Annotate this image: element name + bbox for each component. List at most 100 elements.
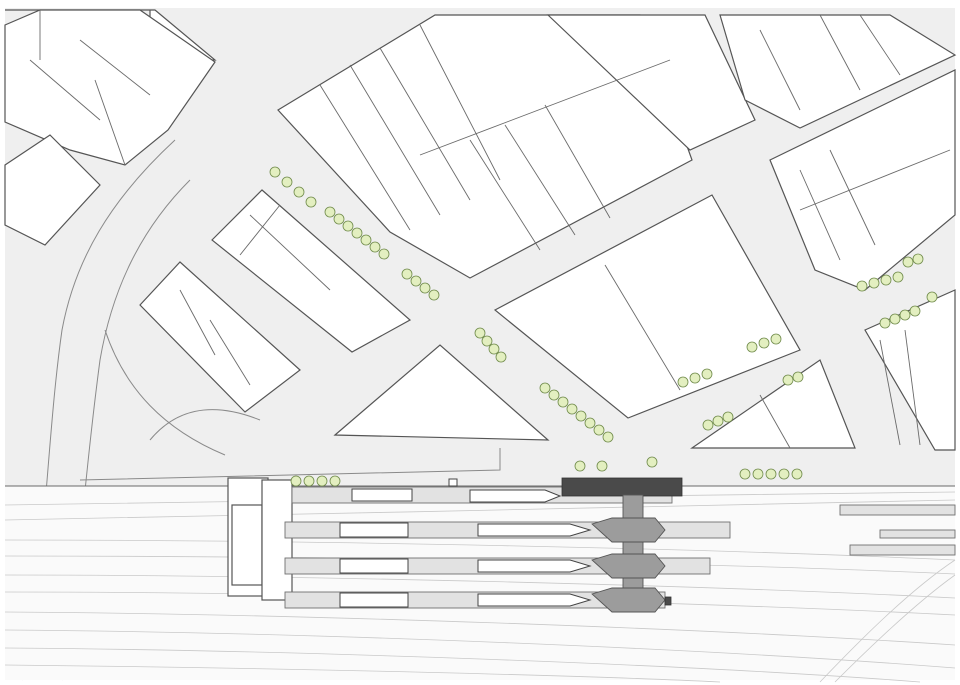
tree-symbol: [722, 411, 734, 423]
tree-symbol: [557, 396, 569, 408]
tree-symbol: [765, 468, 777, 480]
tree-symbol: [746, 341, 758, 353]
tree-symbol: [548, 389, 560, 401]
side-platform: [879, 529, 956, 539]
tree-symbol: [481, 335, 493, 347]
tree-symbol: [602, 431, 614, 443]
tree-symbol: [899, 309, 911, 321]
tree-symbol: [792, 371, 804, 383]
parcel-line: [469, 139, 541, 251]
parcel-line: [419, 24, 501, 181]
station-head-annex: [231, 504, 263, 586]
tree-symbol: [428, 289, 440, 301]
parcel-line: [379, 47, 471, 201]
rail-track-curve: [834, 574, 956, 683]
roof-pod: [591, 517, 666, 543]
tree-symbol: [495, 351, 507, 363]
tree-symbol: [269, 166, 281, 178]
tree-symbol: [410, 275, 422, 287]
tree-symbol: [677, 376, 689, 388]
parcel-line: [249, 214, 331, 291]
tree-symbol: [419, 282, 431, 294]
parcel-line: [504, 124, 576, 236]
platform-marker: [664, 596, 672, 606]
tree-symbol: [712, 415, 724, 427]
block-central-large: [493, 194, 801, 419]
parcel-line: [759, 29, 801, 111]
platform-canopy: [339, 592, 409, 608]
parcel-line: [904, 329, 921, 446]
ramp-curve-2: [149, 409, 261, 441]
parcel-line: [859, 14, 901, 76]
station: [227, 477, 731, 613]
tree-symbol: [574, 460, 586, 472]
parcel-line: [179, 289, 216, 356]
tree-symbol: [770, 333, 782, 345]
side-platform: [839, 504, 956, 516]
parcel-line: [419, 59, 671, 156]
platform-canopy-wedge: [477, 523, 592, 537]
rail-track: [4, 574, 956, 599]
block-ne-top: [719, 14, 957, 129]
rail-track: [4, 647, 921, 683]
parcel-line: [79, 39, 151, 96]
tree-symbol: [758, 337, 770, 349]
platform-canopy-wedge: [469, 489, 562, 503]
tree-symbol: [360, 234, 372, 246]
block-mid-west: [211, 189, 412, 353]
parcel-line: [239, 204, 281, 256]
tree-symbol: [646, 456, 658, 468]
rail-track: [4, 499, 956, 521]
tree-symbol: [778, 468, 790, 480]
tree-symbol: [909, 305, 921, 317]
block-w: [4, 9, 216, 166]
kiosk: [448, 478, 458, 487]
tree-symbol: [575, 410, 587, 422]
tree-symbol: [593, 424, 605, 436]
parcel-line: [879, 339, 901, 446]
station-forecourt-edge: [79, 448, 501, 481]
tree-symbol: [689, 372, 701, 384]
tree-symbol: [880, 274, 892, 286]
tree-symbol: [739, 468, 751, 480]
rail-track: [4, 629, 956, 669]
rail-corridor-ground: [5, 486, 955, 680]
roof-pod: [591, 553, 666, 579]
parcel-line: [209, 319, 251, 386]
rail-track-curve: [819, 559, 956, 683]
tree-symbol: [305, 196, 317, 208]
tree-symbol: [293, 186, 305, 198]
tree-symbol: [539, 382, 551, 394]
rail-track: [4, 664, 721, 683]
block-north: [546, 14, 756, 151]
ramp-curve: [104, 329, 226, 456]
tree-symbol: [902, 256, 914, 268]
tree-symbol: [702, 419, 714, 431]
tree-symbol: [584, 417, 596, 429]
tree-symbol: [351, 227, 363, 239]
block-triangle-south: [333, 344, 550, 441]
rail-track: [4, 611, 956, 646]
tree-symbol: [701, 368, 713, 380]
tree-symbol: [566, 403, 578, 415]
tree-symbol: [926, 291, 938, 303]
block-east: [769, 69, 956, 291]
tree-symbol: [290, 475, 302, 487]
block-north-central: [277, 14, 693, 279]
tree-symbol: [474, 327, 486, 339]
tree-symbol: [378, 248, 390, 260]
tree-symbol: [342, 220, 354, 232]
tree-symbol: [856, 280, 868, 292]
tree-symbol: [912, 253, 924, 265]
platform-canopy: [339, 522, 409, 538]
tree-symbol: [889, 313, 901, 325]
tree-symbol: [369, 241, 381, 253]
tree-symbol: [879, 317, 891, 329]
block-triangle-east: [690, 359, 856, 449]
parcel-line: [349, 64, 441, 216]
parcel-line: [544, 104, 611, 219]
platform-canopy: [351, 488, 413, 502]
parcel-line: [94, 79, 126, 166]
station-concourse: [261, 479, 293, 601]
